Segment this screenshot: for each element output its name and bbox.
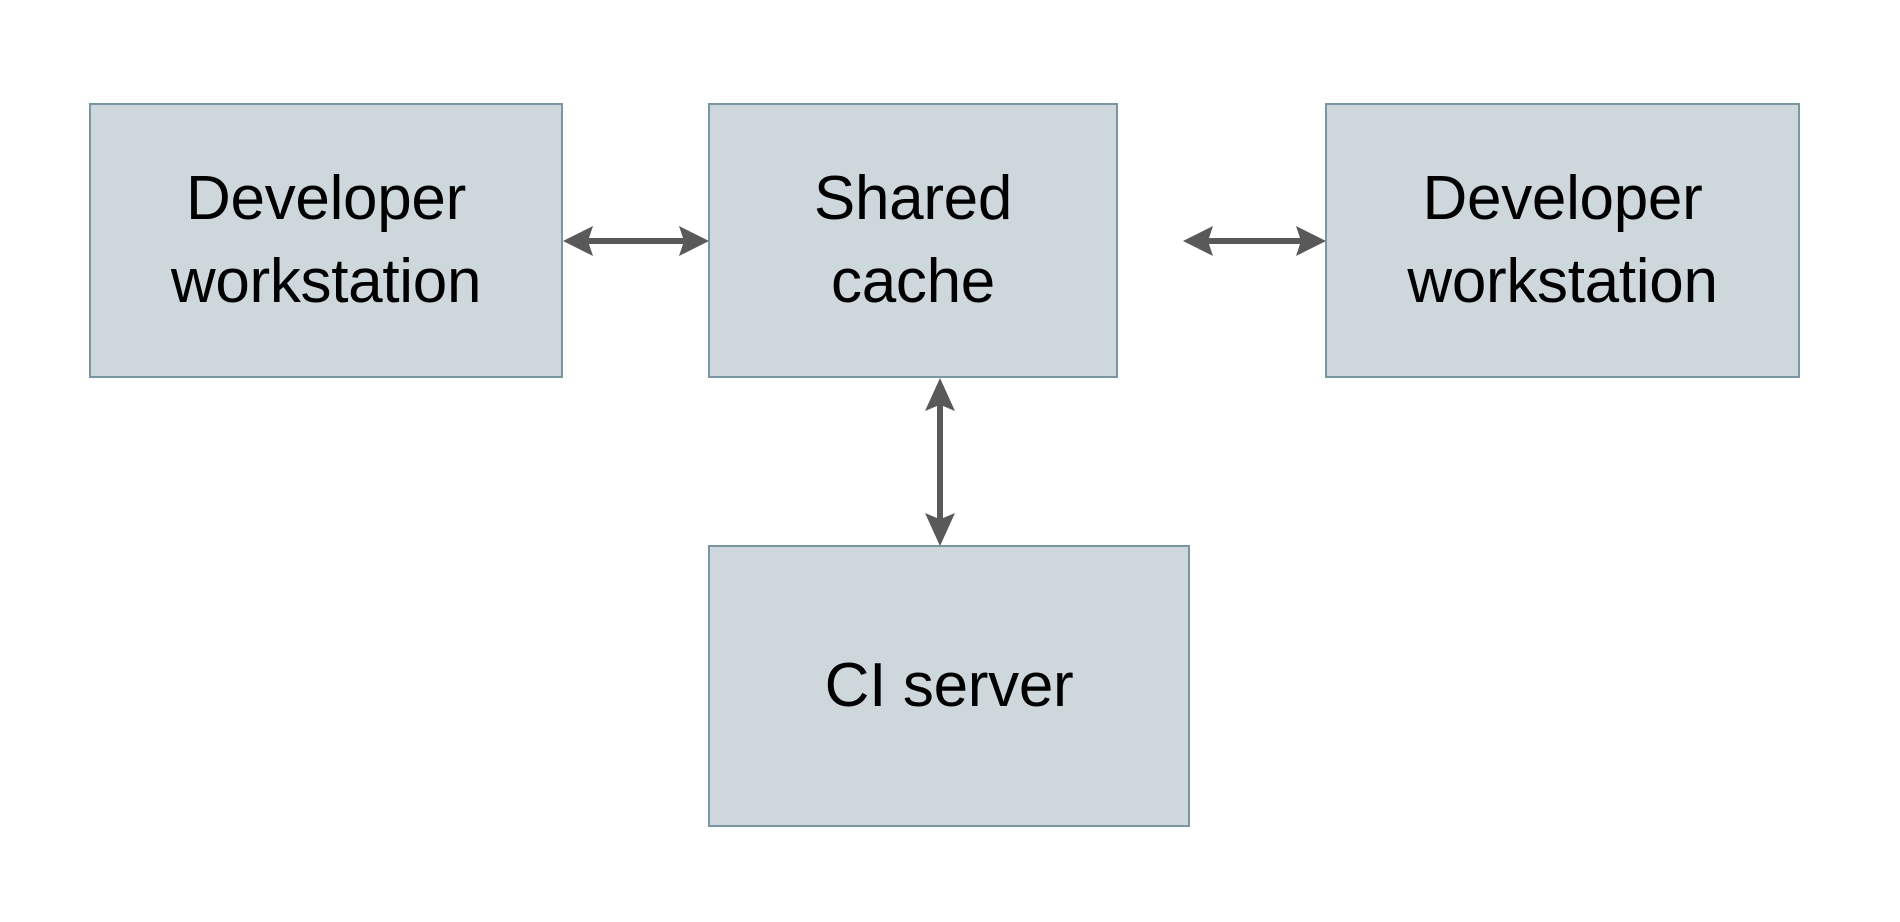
node-label: Developer workstation [170, 164, 482, 316]
double-arrow-horizontal-icon [563, 226, 709, 256]
node-shared-cache[interactable]: Shared cache [708, 103, 1118, 378]
node-label: Shared cache [813, 164, 1013, 316]
edge-shared-cache-to-developer-workstation-right [1118, 218, 1326, 264]
node-ci-server[interactable]: CI server [708, 545, 1190, 827]
node-label: Developer workstation [1407, 164, 1718, 316]
node-developer-workstation-left[interactable]: Developer workstation [89, 103, 563, 378]
double-arrow-vertical-icon [925, 378, 955, 546]
edge-developer-workstation-left-to-shared-cache [563, 218, 709, 264]
node-developer-workstation-right[interactable]: Developer workstation [1325, 103, 1800, 378]
node-label: CI server [824, 650, 1074, 720]
edge-shared-cache-to-ci-server [917, 378, 963, 546]
double-arrow-horizontal-icon [1183, 226, 1326, 256]
